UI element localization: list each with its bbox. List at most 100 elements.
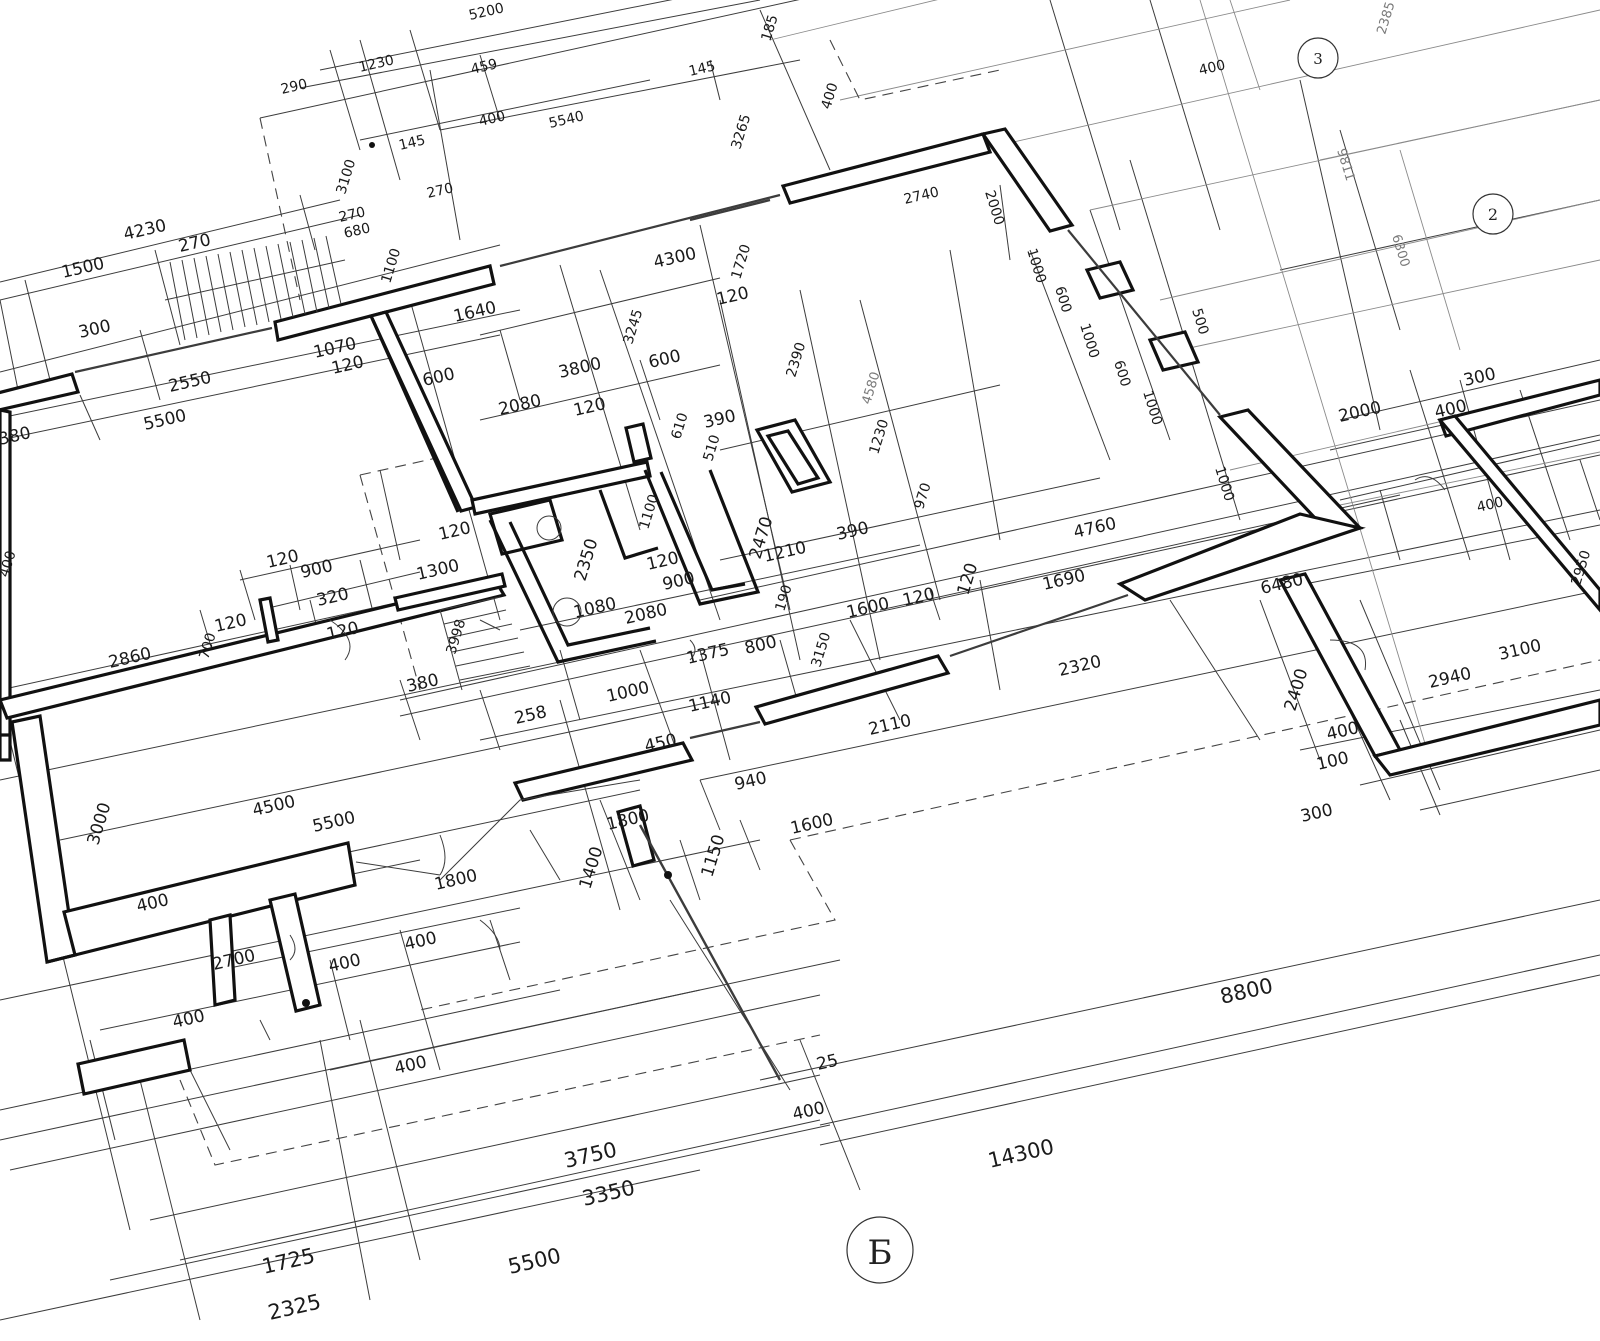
dimension-label: 680 (342, 220, 372, 242)
dimension-label: 3265 (729, 112, 755, 151)
staircase-lower (439, 596, 531, 691)
dimension-label: 2000 (981, 188, 1007, 227)
wall-wc-inner (659, 471, 746, 592)
wall-wc (643, 469, 761, 606)
wall-lower-mid (753, 654, 951, 726)
wall-living-top (780, 132, 993, 205)
wall-entry-right (512, 741, 695, 802)
dimension-label: 1600 (845, 594, 892, 623)
dimension-label: 3100 (334, 157, 360, 196)
dimension-label: 1000 (1076, 321, 1102, 360)
dimension-label: 800 (743, 632, 779, 659)
wall-shower (598, 489, 659, 560)
dimension-label: 5500 (506, 1243, 563, 1278)
staircase-upper (164, 235, 346, 341)
dimension-label: 3350 (580, 1175, 637, 1210)
dimension-label: 2080 (497, 391, 544, 420)
dimension-label: 400 (477, 108, 507, 130)
wall-porch-bottom (208, 912, 237, 1008)
dimension-label: 459 (469, 56, 499, 78)
dimension-label: 2000 (1337, 398, 1384, 427)
dimension-label: 2080 (623, 600, 670, 629)
dimension-label: 270 (425, 180, 455, 202)
fireplace-inner (765, 429, 821, 486)
dimension-label: 1230 (867, 417, 893, 456)
dimension-label: 6300 (1388, 233, 1412, 269)
dimension-label: 300 (77, 316, 113, 343)
dimension-label: 5500 (311, 808, 358, 837)
dimension-label: 400 (1475, 494, 1505, 516)
wall-upper-partition (624, 422, 653, 464)
dimension-labels-lower: 450 2110 400 100 300 940 4500 3000 5500 … (84, 711, 1361, 1325)
dimension-label: 1150 (698, 832, 730, 879)
dimension-label: 1140 (687, 688, 734, 717)
dimension-label: 390 (835, 518, 871, 545)
dimension-label: 3000 (84, 800, 116, 847)
wall-central-vertical (368, 310, 479, 513)
dimension-label: 390 (702, 406, 738, 433)
dimension-label: 4580 (859, 370, 883, 406)
dimension-label: 510 (701, 433, 724, 463)
dimension-label: 4500 (251, 792, 298, 821)
dimension-label: 1230 (357, 52, 395, 76)
dimension-label: 400 (0, 549, 20, 579)
dimension-label: 400 (327, 950, 363, 977)
wall-interior-left (273, 264, 496, 342)
wall-right-room-bottom (1372, 698, 1600, 777)
dimension-label: 1690 (1041, 566, 1088, 595)
dimension-label: 1375 (685, 640, 732, 669)
dimension-label: 145 (687, 58, 717, 80)
dimension-label: 1000 (1023, 246, 1049, 285)
dimension-label: 4230 (122, 216, 169, 245)
dimension-label: 2385 (1374, 0, 1398, 36)
dimension-label: 120 (715, 283, 751, 310)
dimension-label: 970 (912, 481, 935, 511)
dimension-label: 400 (791, 1098, 827, 1125)
dimension-label: 185 (759, 13, 782, 43)
window-frame (1147, 330, 1201, 372)
dimension-label: 400 (403, 928, 439, 955)
axis-marker-3: 3 (1297, 37, 1339, 79)
axis-marker-2: 2 (1472, 193, 1514, 235)
dimension-label: 1100 (637, 492, 663, 531)
dimension-label: 610 (669, 411, 692, 441)
dimension-label: 145 (397, 132, 427, 154)
dimension-label: 120 (437, 518, 473, 545)
dimension-label: 5500 (142, 406, 189, 435)
dimension-label: 3800 (557, 354, 604, 383)
wall-bath-right (488, 519, 657, 664)
dimension-label: 3750 (562, 1137, 619, 1172)
dimension-label: 25 (815, 1051, 841, 1075)
dimension-label: 5540 (547, 108, 585, 132)
wall-porch-front (76, 1038, 192, 1096)
dimension-label: 1720 (729, 242, 755, 281)
dimension-label: 2400 (1281, 666, 1313, 713)
wall-right-room-top (1437, 378, 1600, 438)
wall-upper-left (370, 317, 460, 513)
dimension-label: 400 (1197, 57, 1227, 79)
dimension-label: 1000 (1139, 388, 1165, 427)
dimension-label: 8800 (1218, 973, 1275, 1008)
dimension-label: 1080 (572, 594, 619, 623)
walls (0, 127, 1600, 1096)
dimension-label: 2940 (1427, 664, 1474, 693)
dimension-label: 3245 (621, 307, 647, 346)
dimension-label: 9811 (1333, 147, 1357, 183)
wall-living-bottom (1116, 512, 1366, 602)
svg-text:Б: Б (868, 1233, 893, 1273)
dimension-label: 3150 (809, 630, 835, 669)
dimension-labels-top: 5200 1230 459 145 185 290 400 5540 145 3… (0, 0, 1412, 463)
dimension-label: 600 (647, 346, 683, 373)
dimension-label: 2110 (867, 711, 914, 740)
dimension-label: 1000 (605, 678, 652, 707)
dimension-label: 900 (299, 556, 335, 583)
dimension-label: 1400 (576, 844, 608, 891)
wall-right-room-vertical (1437, 414, 1600, 613)
dimension-label: 600 (421, 364, 457, 391)
dimension-label: 290 (279, 76, 309, 98)
dimension-label: 2325 (266, 1289, 323, 1324)
dimension-label: 120 (645, 548, 681, 575)
dimension-label: 4300 (652, 244, 699, 273)
wall-room-divider (258, 596, 280, 644)
